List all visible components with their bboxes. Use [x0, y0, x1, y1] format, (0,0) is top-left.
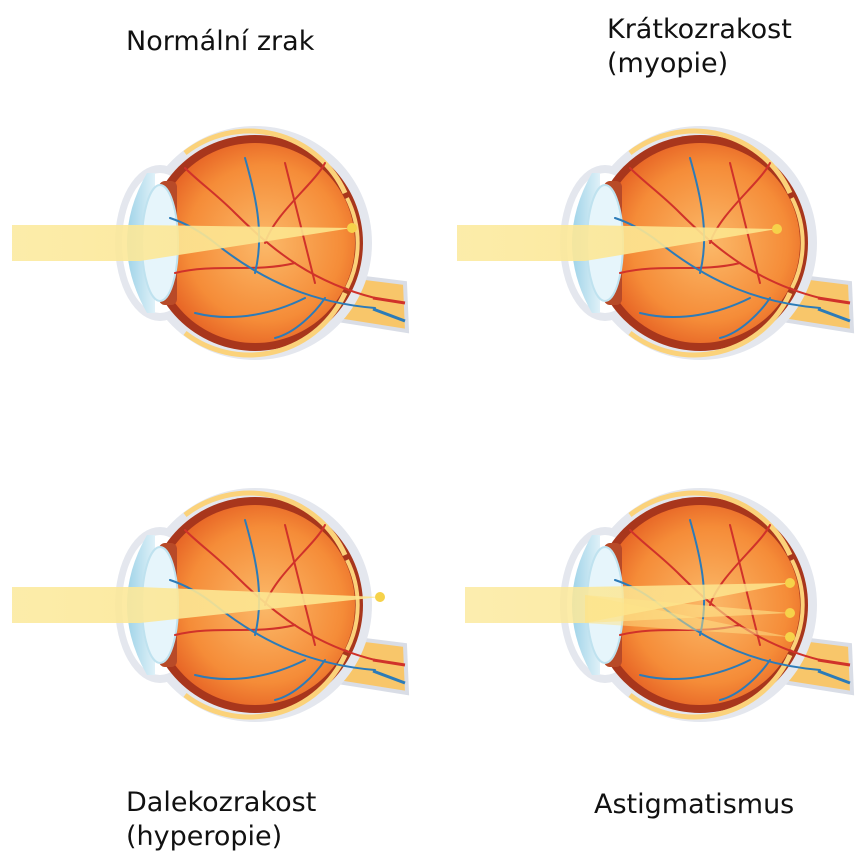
- eye-normal: [12, 126, 407, 360]
- eye-astigmatism: [465, 488, 852, 722]
- eye-myopia: [457, 126, 852, 360]
- eye-hyperopia: [12, 488, 407, 722]
